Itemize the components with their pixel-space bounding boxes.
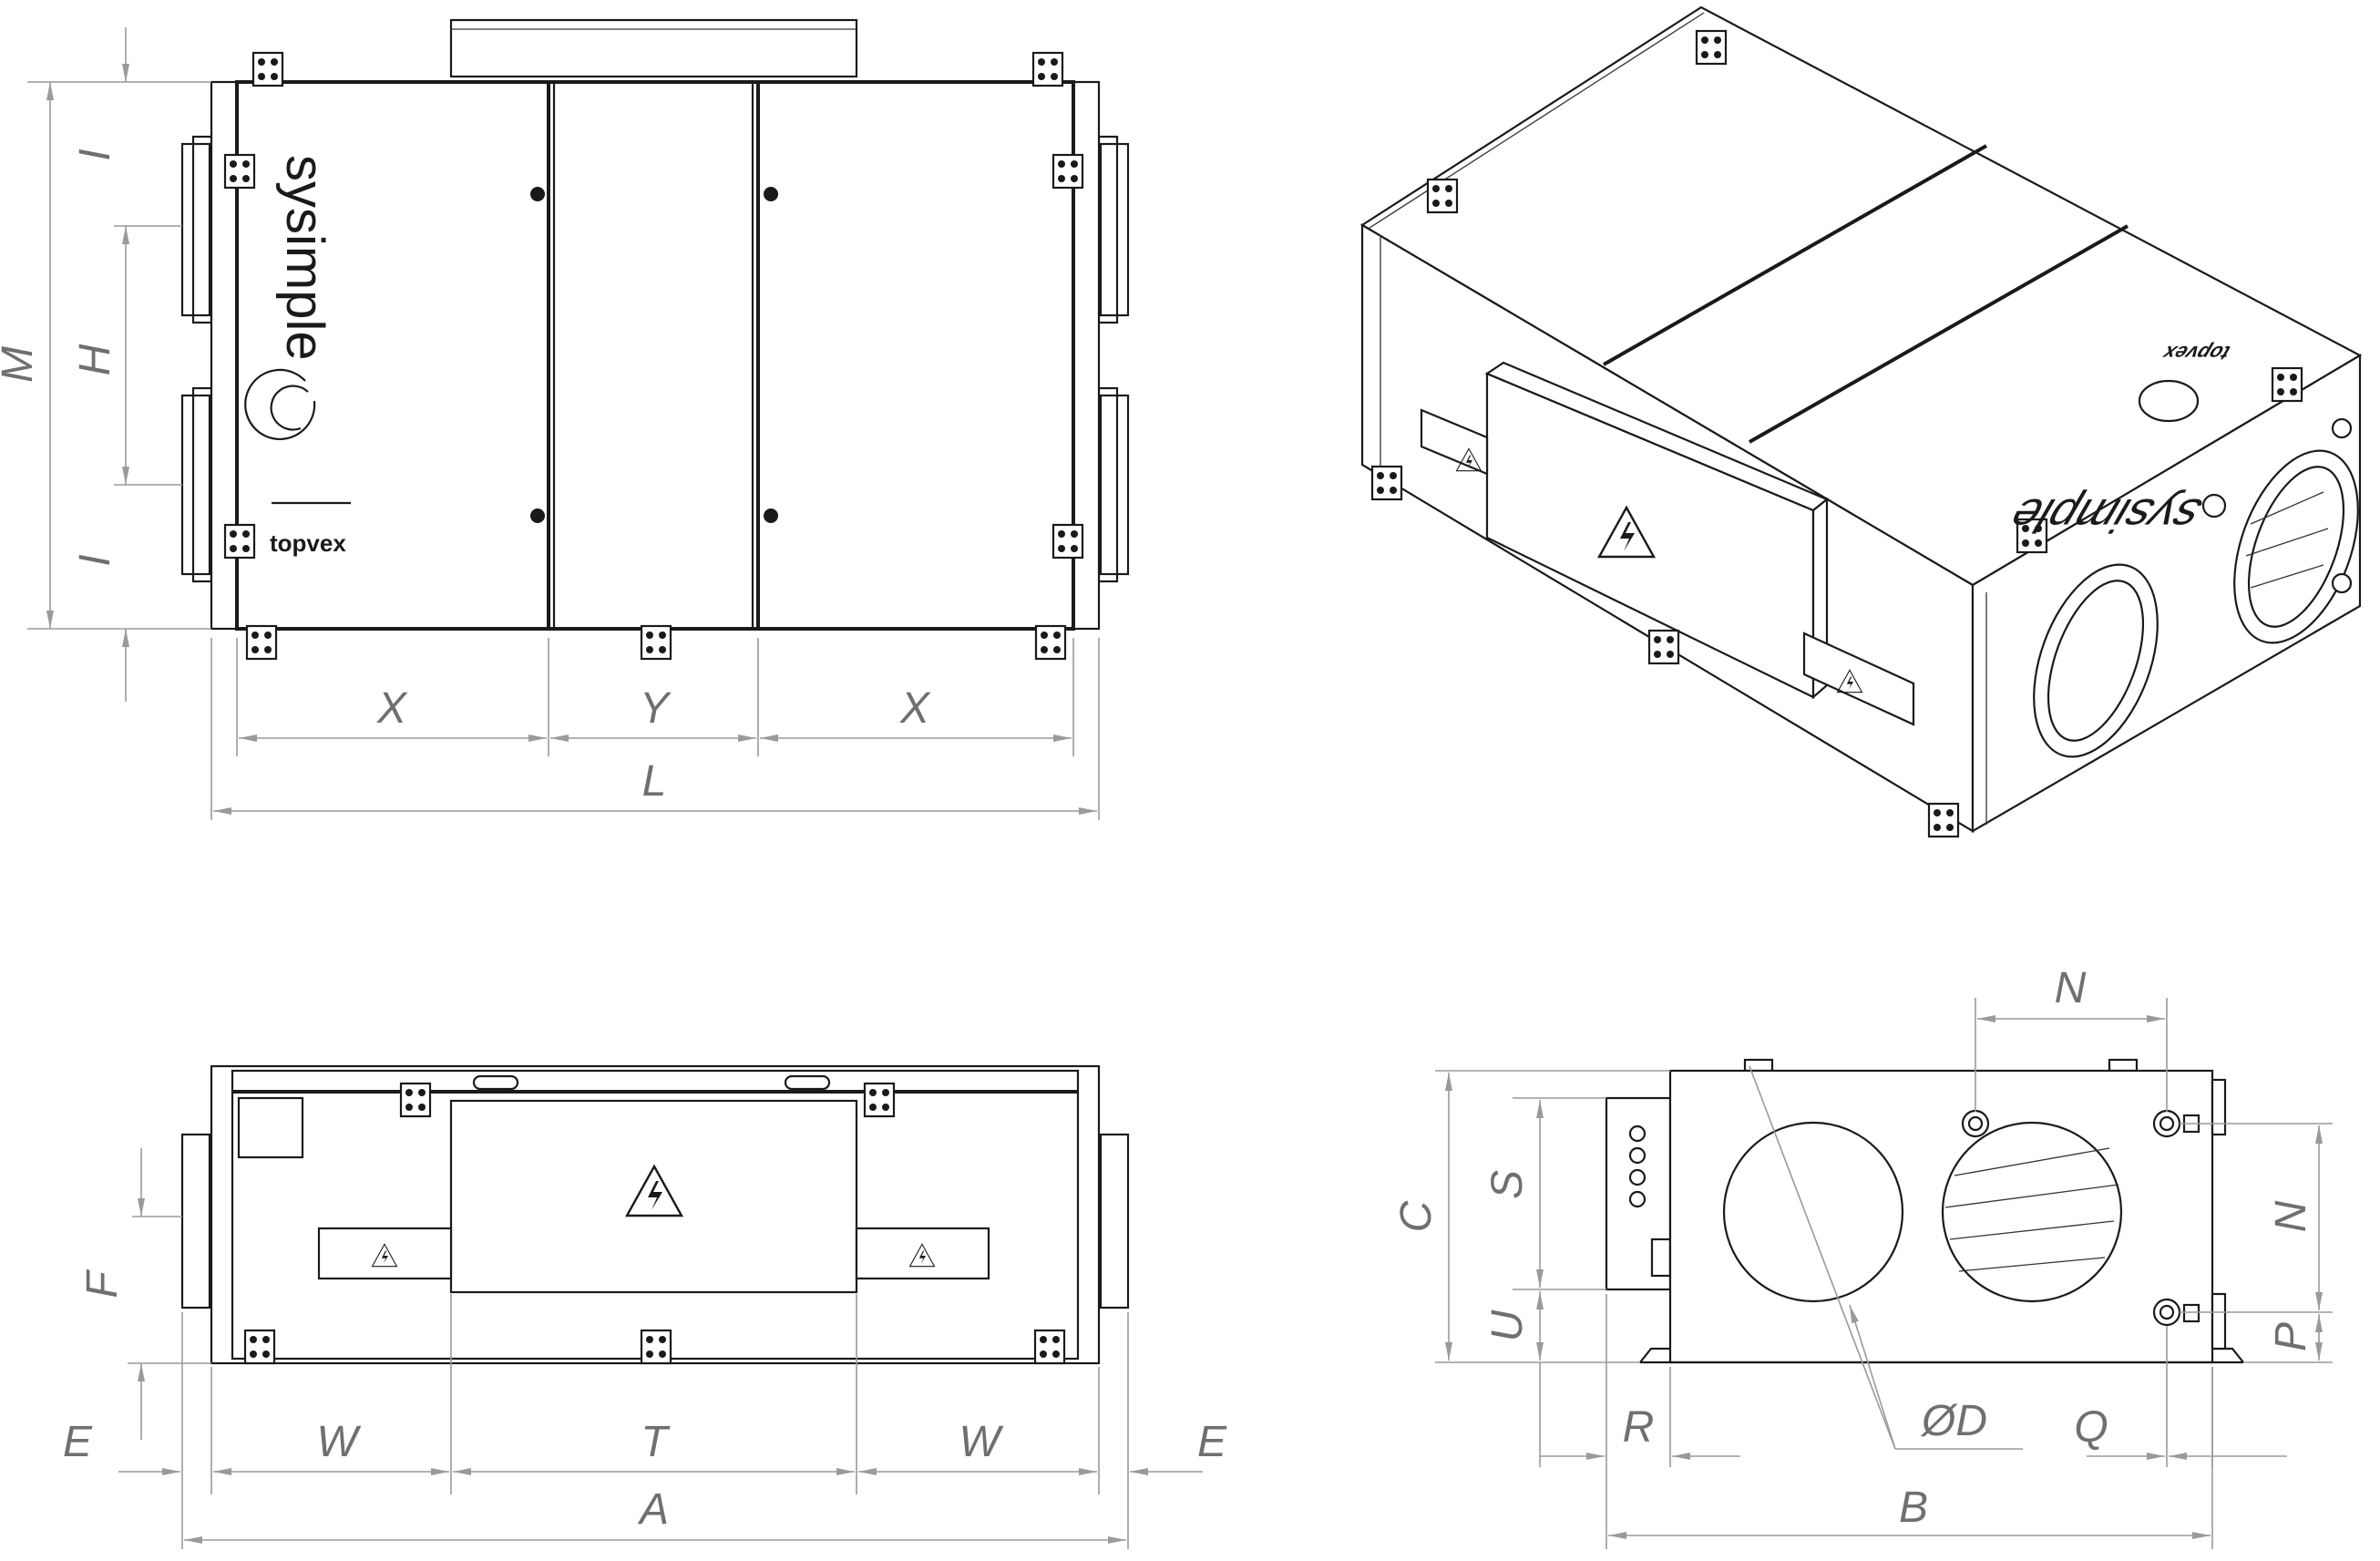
top-view-dimensions: M I H I X Y X L — [0, 27, 1100, 820]
top-duct-stub — [449, 18, 858, 78]
end-view — [1605, 1058, 2244, 1364]
front-view-dimensions: F E W T W E A — [63, 1148, 1227, 1549]
label-Q: Q — [2074, 1403, 2108, 1452]
spigot-right-upper — [1099, 142, 1130, 317]
label-C: C — [1392, 1200, 1441, 1232]
spigot-right-lower — [1099, 394, 1130, 576]
brand-model-text: topvex — [270, 529, 346, 557]
label-L: L — [642, 757, 667, 806]
label-N-top: N — [2055, 964, 2087, 1012]
label-E-left: E — [63, 1418, 93, 1466]
label-H: H — [71, 344, 119, 375]
label-X-left: X — [376, 684, 408, 733]
end-duct-circle-right — [1941, 1121, 2123, 1303]
iso-spigot-2 — [2233, 449, 2359, 644]
iso-spigot-1 — [2033, 563, 2159, 758]
front-spigot-right — [1099, 1133, 1130, 1309]
label-W-left: W — [316, 1418, 362, 1466]
end-view-dimensions: N C S U N P R Q ØD B — [1392, 964, 2333, 1549]
label-D: ØD — [1920, 1397, 1987, 1445]
front-view — [180, 1064, 1130, 1365]
label-N-right: N — [2267, 1200, 2315, 1232]
label-S: S — [1483, 1170, 1532, 1199]
label-A: A — [637, 1485, 669, 1534]
isometric-view: sysimple topvex — [1359, 5, 2363, 838]
label-W-right: W — [959, 1418, 1004, 1466]
label-Y: Y — [640, 684, 672, 733]
casing-outline — [210, 80, 1101, 631]
label-I-top: I — [71, 149, 119, 160]
label-E-right: E — [1197, 1418, 1227, 1466]
sysimple-swirl-logo-icon — [244, 368, 316, 440]
end-duct-circle-left — [1722, 1121, 1904, 1303]
spigot-left-lower — [180, 394, 211, 576]
front-spigot-left — [180, 1133, 211, 1309]
label-X-right: X — [899, 684, 931, 733]
label-M: M — [0, 346, 42, 383]
label-R: R — [1623, 1403, 1655, 1452]
label-P: P — [2267, 1322, 2315, 1351]
label-F: F — [78, 1269, 127, 1299]
iso-brand-logo-text: sysimple — [1997, 489, 2212, 542]
label-T: T — [641, 1418, 671, 1466]
top-view: sysimple topvex — [180, 18, 1130, 661]
label-I-bottom: I — [71, 554, 119, 566]
iso-brand-model-text: topvex — [2157, 341, 2235, 364]
spigot-left-upper — [180, 142, 211, 317]
label-U: U — [1483, 1309, 1532, 1341]
label-B: B — [1899, 1484, 1928, 1532]
brand-logo-text: sysimple — [275, 155, 334, 361]
